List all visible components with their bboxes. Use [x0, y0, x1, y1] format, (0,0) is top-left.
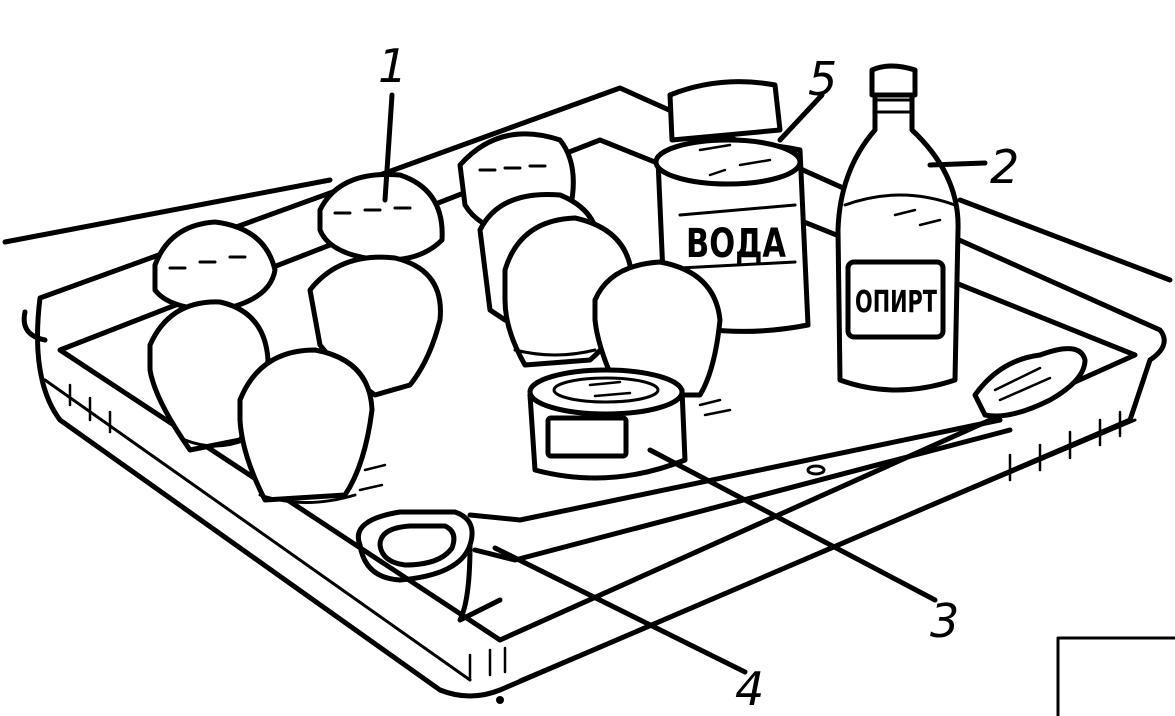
- callout-number-5: 5: [808, 52, 837, 106]
- cupping-jars: [147, 131, 723, 504]
- alcohol-bottle: ОПИРТ: [835, 63, 961, 393]
- corner-frame: [1056, 636, 1175, 716]
- leader-line-2: [927, 160, 988, 168]
- table-edge: [2, 177, 1173, 283]
- callout-number-1: 1: [378, 39, 407, 93]
- water-jar-label: ВОДА: [686, 221, 786, 267]
- callout-leaders: [382, 92, 988, 675]
- water-jar: ВОДА: [653, 79, 811, 334]
- leader-line-1: [382, 92, 395, 203]
- alcohol-bottle-label: ОПИРТ: [855, 285, 937, 320]
- cupping-jar: [592, 259, 723, 398]
- small-tin: [527, 367, 732, 481]
- callout-number-3: 3: [930, 594, 959, 648]
- cupping-jar: [317, 171, 445, 263]
- callout-number-2: 2: [990, 140, 1019, 194]
- leader-line-3: [647, 447, 938, 603]
- cupping-jar: [237, 347, 387, 504]
- callout-numbers: 1 2 3 4 5: [378, 39, 1019, 716]
- callout-number-4: 4: [735, 662, 764, 716]
- leader-line-5: [777, 92, 825, 143]
- leader-line-4: [492, 545, 748, 675]
